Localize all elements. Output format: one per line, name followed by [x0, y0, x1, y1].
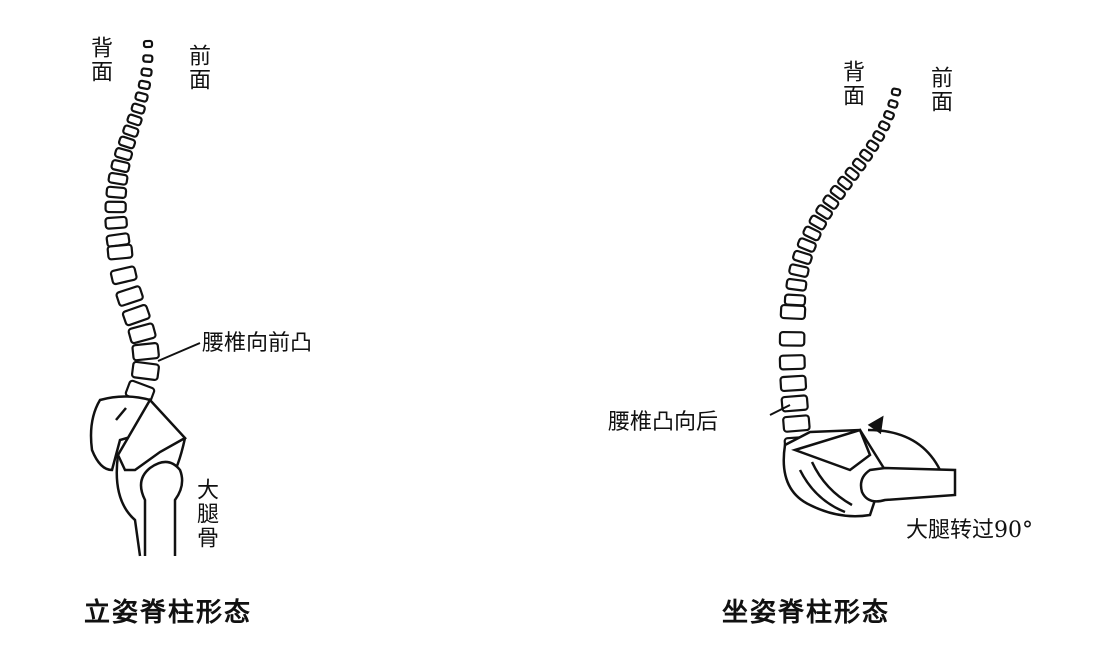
vertebra	[872, 130, 886, 142]
vertebra	[829, 184, 846, 201]
front-label: 前面	[185, 44, 210, 92]
back-label: 背面	[839, 60, 864, 108]
lumbar-label: 腰椎凸向后	[608, 410, 719, 435]
vertebra	[110, 159, 131, 174]
vertebra	[865, 139, 880, 152]
vertebra	[130, 360, 160, 382]
vertebra	[142, 54, 154, 64]
sitting-caption: 坐姿脊柱形态	[722, 598, 891, 628]
back-label: 背面	[87, 36, 112, 84]
vertebra	[130, 102, 146, 115]
vertebra	[779, 303, 807, 321]
vertebra	[104, 215, 128, 230]
vertebra	[109, 265, 138, 286]
vertebra	[104, 200, 127, 214]
vertebra	[778, 330, 806, 347]
sitting-spine	[778, 87, 902, 455]
vertebra	[127, 322, 157, 345]
lumbar-pointer-line	[769, 404, 791, 416]
vertebra	[131, 342, 160, 362]
vertebra	[887, 99, 899, 109]
front-label: 前面	[927, 66, 952, 114]
vertebra	[844, 166, 860, 181]
vertebra	[802, 225, 822, 242]
vertebra	[126, 113, 143, 127]
lumbar-pointer-line	[157, 342, 201, 362]
vertebra	[837, 175, 853, 191]
vertebra	[107, 171, 129, 186]
vertebra	[114, 147, 134, 161]
vertebra	[117, 135, 137, 150]
vertebra	[785, 277, 808, 292]
vertebra	[851, 157, 867, 172]
vertebra	[788, 263, 810, 278]
vertebra	[822, 194, 840, 210]
thigh-label: 大腿转过90°	[906, 518, 1033, 543]
vertebra	[808, 214, 828, 231]
vertebra	[122, 124, 140, 138]
vertebra	[140, 67, 153, 77]
vertebra	[778, 354, 806, 371]
vertebra	[105, 185, 128, 200]
vertebra	[137, 79, 152, 91]
vertebra	[859, 148, 874, 162]
vertebra	[877, 120, 891, 132]
vertebra	[780, 394, 809, 413]
vertebra	[142, 39, 154, 49]
standing-pelvis	[89, 395, 187, 557]
femur-label: 大腿骨	[193, 478, 218, 550]
standing-caption: 立姿脊柱形态	[84, 598, 253, 628]
vertebra	[121, 303, 151, 327]
vertebra	[134, 91, 149, 103]
vertebra	[115, 285, 144, 307]
standing-spine	[104, 39, 160, 405]
vertebra	[890, 87, 902, 97]
vertebra	[796, 237, 817, 253]
vertebra	[782, 414, 811, 433]
vertebra	[883, 110, 895, 121]
vertebra	[106, 243, 134, 261]
vertebra	[792, 249, 813, 265]
sitting-pelvis	[782, 415, 957, 518]
vertebra	[815, 204, 833, 220]
lumbar-label: 腰椎向前凸	[202, 331, 313, 356]
vertebra	[783, 293, 807, 307]
vertebra	[779, 374, 808, 393]
